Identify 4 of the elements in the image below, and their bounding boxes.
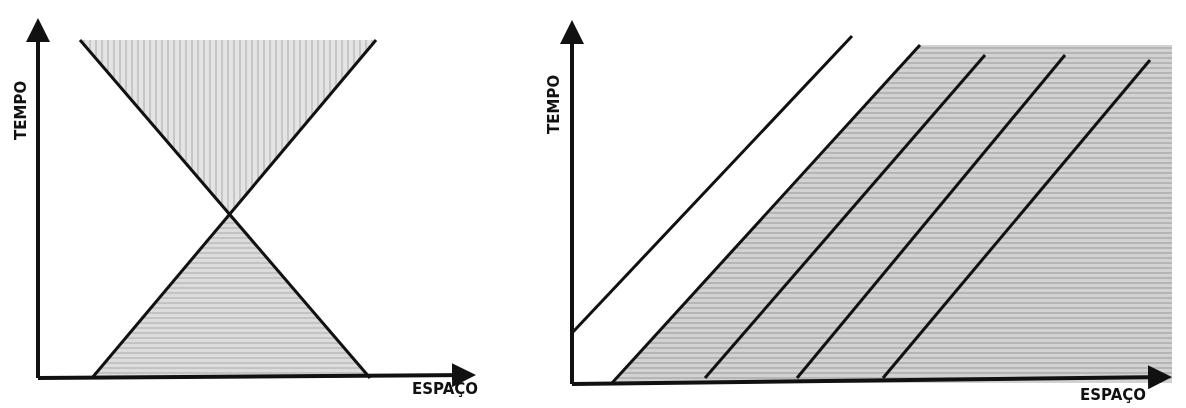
axis-label: ESPAÇO <box>1080 386 1147 404</box>
axis-label: TEMPO <box>545 74 563 134</box>
axis-label: ESPAÇO <box>412 380 479 398</box>
axis-label: TEMPO <box>12 80 30 140</box>
